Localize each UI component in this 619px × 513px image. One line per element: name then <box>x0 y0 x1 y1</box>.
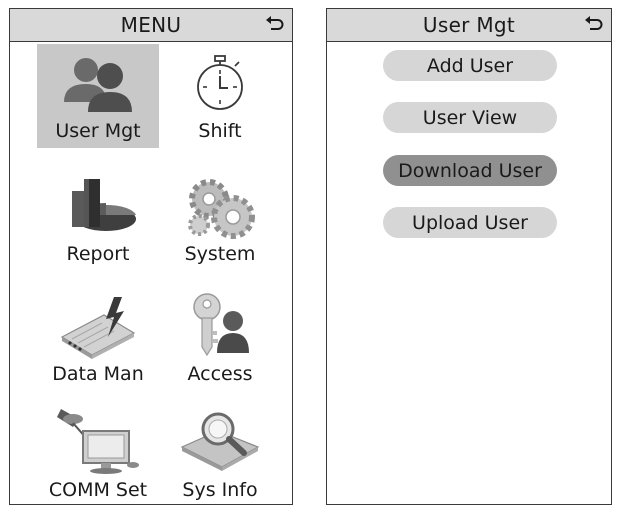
users-icon <box>64 58 132 112</box>
download-user-button[interactable]: Download User <box>383 155 557 186</box>
menu-item-report[interactable]: Report <box>37 167 159 271</box>
menu-label-user-mgt: User Mgt <box>55 120 141 142</box>
menu-label-shift: Shift <box>198 120 242 142</box>
menu-title: MENU <box>120 13 182 37</box>
upload-user-label: Upload User <box>412 211 528 234</box>
menu-item-shift[interactable]: Shift <box>159 44 281 148</box>
report-chart-icon <box>72 179 136 231</box>
add-user-button[interactable]: Add User <box>383 50 557 81</box>
upload-user-button[interactable]: Upload User <box>383 207 557 238</box>
submenu-title: User Mgt <box>422 13 516 37</box>
user-view-label: User View <box>422 106 518 129</box>
submenu-title-bar: User Mgt <box>327 9 611 42</box>
menu-item-user-mgt[interactable]: User Mgt <box>37 44 159 148</box>
menu-label-system: System <box>184 243 256 265</box>
menu-item-data-man[interactable]: Data Man <box>37 287 159 391</box>
book-magnifier-icon <box>180 412 260 471</box>
add-user-label: Add User <box>426 54 514 77</box>
menu-item-comm-set[interactable]: COMM Set <box>37 401 159 505</box>
back-arrow-icon[interactable] <box>264 14 286 34</box>
stopwatch-icon <box>197 55 243 110</box>
menu-label-data-man: Data Man <box>52 363 144 385</box>
menu-label-access: Access <box>187 363 253 385</box>
menu-label-sys-info: Sys Info <box>182 479 258 501</box>
user-view-button[interactable]: User View <box>383 102 557 133</box>
user-mgt-panel: User Mgt Add User User View Download Use… <box>326 8 612 505</box>
key-user-icon <box>193 293 249 357</box>
data-device-icon <box>60 297 136 359</box>
download-user-label: Download User <box>398 159 542 182</box>
back-arrow-icon[interactable] <box>583 14 605 34</box>
menu-panel: MENU User Mgt Shift <box>9 8 293 505</box>
gears-icon <box>188 179 255 239</box>
menu-item-system[interactable]: System <box>159 167 281 271</box>
satellite-computer-icon <box>57 409 139 474</box>
menu-label-comm-set: COMM Set <box>48 479 148 501</box>
menu-label-report: Report <box>66 243 130 265</box>
menu-title-bar: MENU <box>10 9 292 42</box>
menu-item-sys-info[interactable]: Sys Info <box>159 401 281 505</box>
menu-item-access[interactable]: Access <box>159 287 281 391</box>
